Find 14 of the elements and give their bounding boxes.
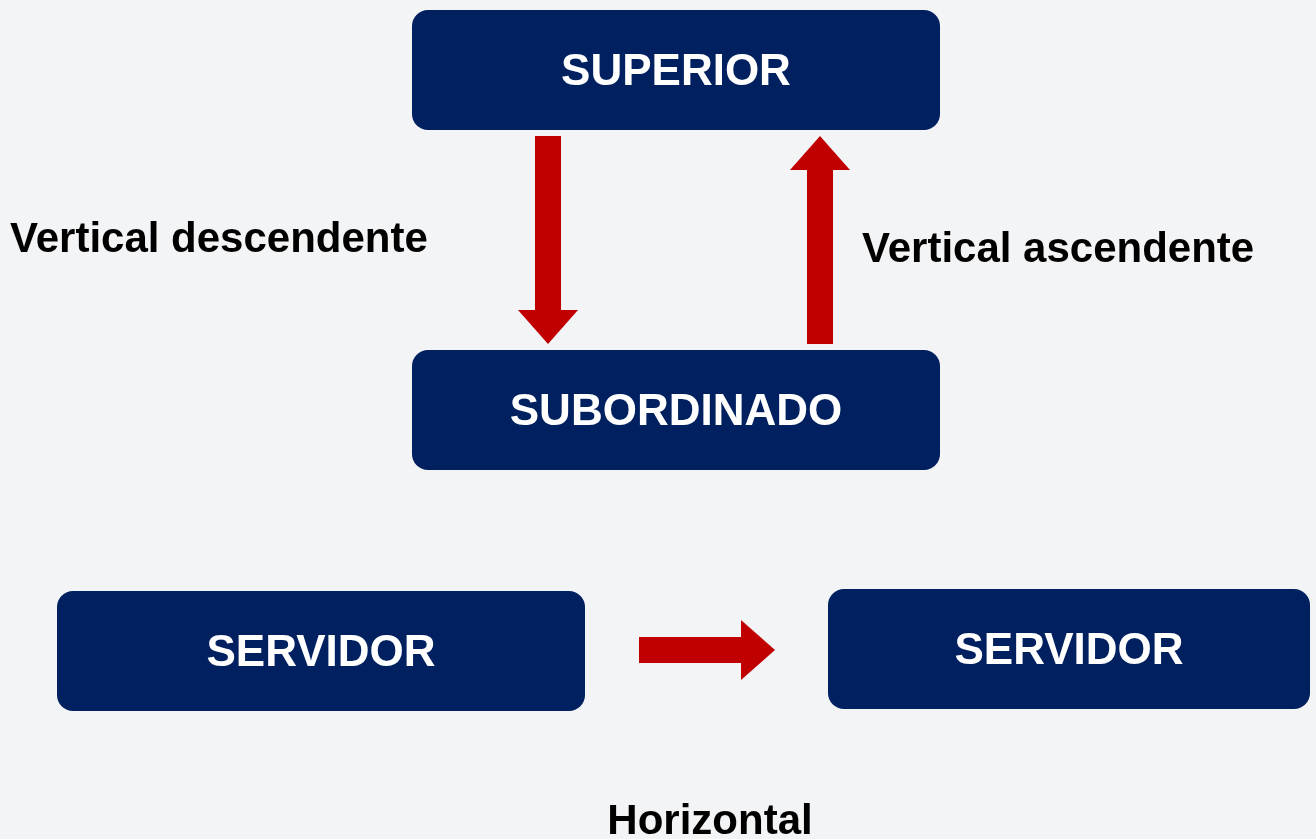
caption-label: Horizontal (606, 795, 814, 839)
edge-label: Vertical descendente (10, 213, 428, 263)
edge-label: Vertical ascendente (862, 223, 1255, 273)
process-box (828, 589, 1310, 709)
block-arrow (518, 136, 578, 344)
process-box (57, 591, 585, 711)
box-label: SERVIDOR (206, 625, 436, 677)
process-box (412, 10, 940, 130)
box-label: SUPERIOR (561, 44, 791, 96)
block-arrow (639, 620, 775, 680)
box-label: SUBORDINADO (509, 384, 843, 436)
process-box (412, 350, 940, 470)
block-arrow (790, 136, 850, 344)
box-label: SERVIDOR (954, 623, 1184, 675)
